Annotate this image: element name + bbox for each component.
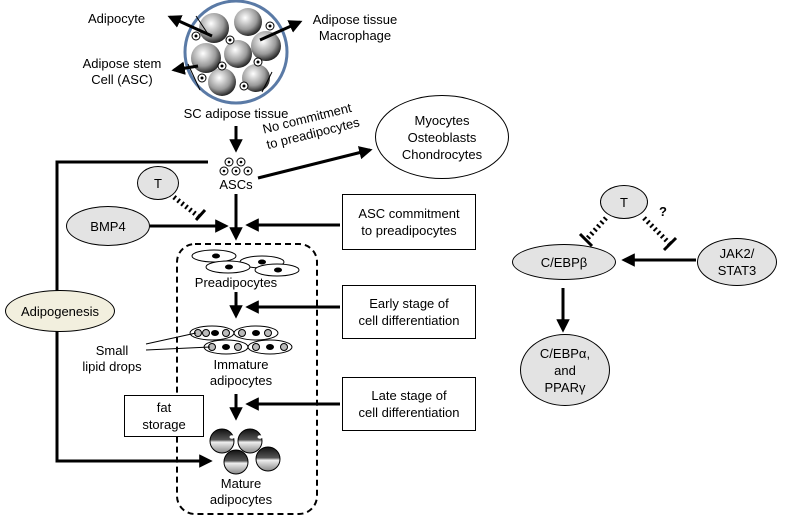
fates-line3: Chondrocytes xyxy=(401,146,483,162)
stem-line2: Cell (ASC) xyxy=(91,72,153,87)
early-line1: Early stage of xyxy=(369,296,449,311)
bmp4-node: BMP4 xyxy=(66,206,150,246)
lipid-pointer-1 xyxy=(145,332,197,345)
cebpa-pparg-node: C/EBPα, and PPARγ xyxy=(520,334,610,406)
t-node-left: T xyxy=(137,166,179,200)
small-lipid-line1: Small xyxy=(95,343,129,358)
t-inhibition-dotted xyxy=(168,192,200,218)
preadipocytes-label: Preadipocytes xyxy=(194,275,278,290)
differentiation-dashed-box xyxy=(176,243,318,515)
immature-line1: Immature xyxy=(213,357,269,372)
lipid-pointer-2 xyxy=(145,346,211,351)
arrow-no-commitment xyxy=(257,146,373,180)
arrow-to-adipocyte xyxy=(167,15,213,38)
arrow-to-stem-cell xyxy=(171,61,199,75)
commitment-line2: to preadipocytes xyxy=(361,223,457,238)
t-inhibit-cebpb-dotted xyxy=(584,216,608,242)
fates-line1: Myocytes xyxy=(414,112,470,128)
ascs-label: ASCs xyxy=(219,177,253,192)
commitment-line1: ASC commitment xyxy=(358,206,460,221)
late-stage-box: Late stage of cell differentiation xyxy=(342,377,476,431)
targets-line1: C/EBPα, xyxy=(539,345,591,361)
tissue-label: SC adipose tissue xyxy=(183,106,289,121)
jak2-line1: JAK2/ xyxy=(719,246,755,261)
macrophage-line2: Macrophage xyxy=(318,28,392,43)
immature-adipocyte-cells xyxy=(189,325,293,355)
macrophage-line1: Adipose tissue xyxy=(312,12,398,27)
t-node-right: T xyxy=(600,185,648,219)
arrow-to-macrophage xyxy=(259,20,303,42)
small-lipid-label: Small lipid drops xyxy=(74,343,150,375)
jak2-line2: STAT3 xyxy=(717,263,757,278)
stem-line1: Adipose stem xyxy=(82,56,162,71)
fat-storage-box: fat storage xyxy=(124,395,204,437)
ascs-cluster-icon xyxy=(219,157,253,176)
mature-line2: adipocytes xyxy=(209,492,273,507)
fates-ellipse: Myocytes Osteoblasts Chondrocytes xyxy=(375,95,509,179)
mature-label: Mature adipocytes xyxy=(196,476,286,508)
late-line1: Late stage of xyxy=(371,388,447,403)
jak2-stat3-node: JAK2/ STAT3 xyxy=(697,238,777,286)
fat-storage-line2: storage xyxy=(142,417,186,432)
t-inhibit-jak2-dotted xyxy=(642,216,672,246)
question-mark: ? xyxy=(659,204,667,219)
immature-line2: adipocytes xyxy=(209,373,273,388)
mature-adipocyte-cells xyxy=(209,428,281,475)
adipogenesis-node: Adipogenesis xyxy=(5,290,115,332)
macrophage-label: Adipose tissue Macrophage xyxy=(300,12,410,44)
mature-line1: Mature xyxy=(220,476,262,491)
late-line2: cell differentiation xyxy=(358,405,460,420)
targets-line2: and xyxy=(554,362,576,378)
adipocyte-label: Adipocyte xyxy=(88,11,146,26)
early-stage-box: Early stage of cell differentiation xyxy=(342,285,476,339)
sc-adipose-tissue-illustration xyxy=(183,0,289,105)
early-line2: cell differentiation xyxy=(358,313,460,328)
fat-storage-line1: fat xyxy=(156,400,172,415)
fates-line2: Osteoblasts xyxy=(407,129,477,145)
small-lipid-line2: lipid drops xyxy=(82,359,142,374)
targets-line3: PPARγ xyxy=(544,379,586,395)
preadipocyte-cells xyxy=(191,249,300,277)
cebpb-node: C/EBPβ xyxy=(512,244,616,280)
immature-label: Immature adipocytes xyxy=(196,357,286,389)
commitment-stage-box: ASC commitment to preadipocytes xyxy=(342,194,476,250)
stem-cell-label: Adipose stem Cell (ASC) xyxy=(72,56,172,88)
